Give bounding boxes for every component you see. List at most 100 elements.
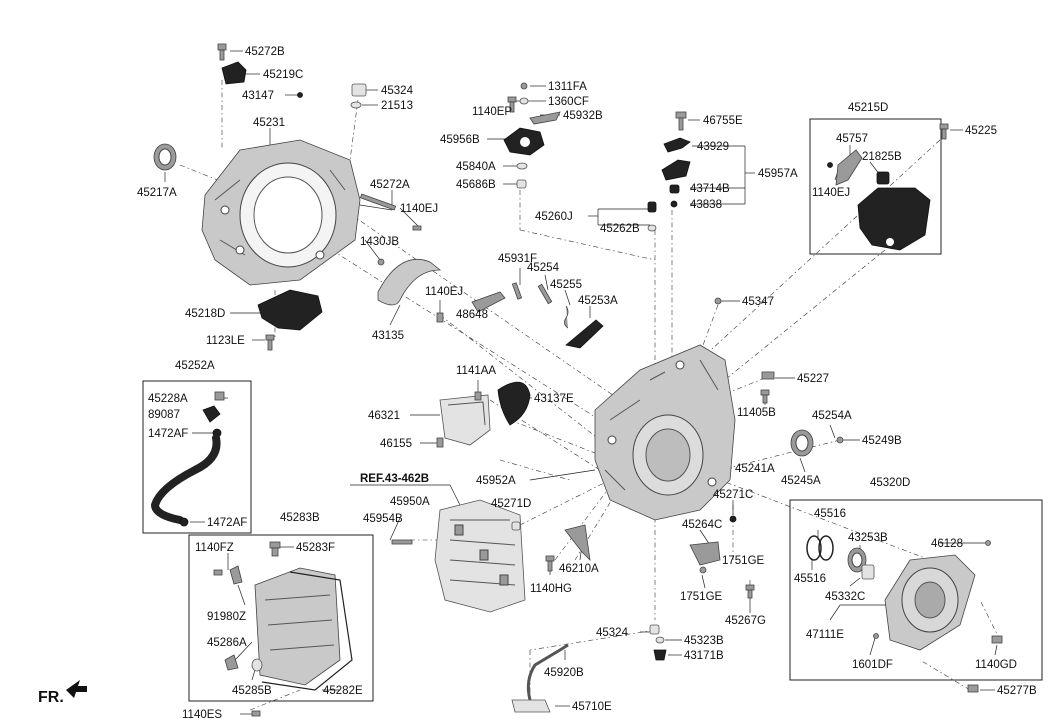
bolt-45225: [939, 123, 949, 140]
sensor-45956B: [503, 127, 545, 156]
reference-label: REF.43-462B: [360, 473, 429, 485]
bushing-45686B: [516, 179, 527, 189]
oring-45323B: [655, 636, 665, 644]
box-45215D: [809, 118, 942, 255]
front-label: FR.: [38, 689, 64, 706]
label-43147: 43147: [242, 90, 274, 102]
oring-45840A: [516, 162, 528, 170]
label-1123LE: 1123LE: [206, 335, 245, 347]
bolt-1140EP: [507, 96, 517, 113]
plug-45347: [714, 297, 722, 305]
label-45516-a: 45516: [814, 508, 846, 520]
label-45254: 45254: [527, 262, 560, 274]
label-45217A: 45217A: [137, 187, 177, 199]
label-45282E: 45282E: [323, 685, 363, 697]
washer-1360CF: [519, 97, 529, 105]
label-45277B: 45277B: [997, 685, 1037, 697]
plug-43714B: [669, 184, 680, 194]
bracket-91980Z: [229, 565, 243, 585]
oring-45262B: [647, 224, 657, 232]
clamp-1472AF-b: [179, 517, 189, 527]
bolt-1123LE: [265, 334, 275, 351]
label-43253B: 43253B: [848, 532, 888, 544]
bolt-1140EJ-b: [436, 312, 444, 323]
bracket-45710E: [511, 699, 551, 713]
label-43929: 43929: [697, 141, 729, 153]
label-45324: 45324: [596, 627, 629, 639]
front-indicator: FR.: [38, 680, 87, 706]
part-labels: 45272B 45219C 43147 45231 45324 21513 45…: [137, 46, 1037, 721]
fitting-45228A: [214, 391, 225, 401]
pin-45931F: [511, 282, 523, 300]
label-43135: 43135: [372, 330, 404, 342]
label-45271C: 45271C: [713, 489, 753, 501]
bolt-1140EJ-a: [412, 225, 422, 231]
bolt-1141AA: [474, 391, 482, 401]
plug-1601DF: [873, 633, 879, 639]
label-45757: 45757: [836, 133, 868, 145]
oring-45516-a: [806, 535, 822, 561]
plug-45283F: [269, 541, 281, 557]
label-1472AF-b: 1472AF: [207, 517, 247, 529]
bracket-45219C: [221, 61, 247, 85]
label-45932B: 45932B: [563, 110, 603, 122]
bolt-46155: [436, 437, 444, 448]
pipe-45920B: [526, 643, 569, 701]
filter-46321: [439, 394, 491, 446]
label-46210A: 46210A: [559, 563, 599, 575]
label-45262B: 45262B: [600, 223, 640, 235]
bolt-45272B: [217, 43, 227, 61]
bracket-46210A: [564, 524, 591, 562]
bracket-45218D: [257, 289, 323, 331]
plug-43838: [670, 200, 678, 208]
bolt-1140ES: [251, 710, 261, 717]
label-43137E: 43137E: [534, 393, 574, 405]
hose-45252A: [150, 434, 221, 524]
bracket-45757: [835, 149, 863, 186]
bushing-45271D: [511, 521, 521, 531]
label-1140EJ-b: 1140EJ: [425, 286, 463, 298]
label-1751GE-a: 1751GE: [722, 555, 765, 567]
label-45950A: 45950A: [390, 496, 430, 508]
label-1140ES: 1140ES: [182, 709, 222, 721]
seal-45245A: [790, 429, 814, 457]
label-45245A: 45245A: [781, 475, 821, 487]
valvebody-45950A: [434, 499, 526, 613]
bolt-45267G: [745, 584, 755, 599]
label-1141AA: 1141AA: [456, 365, 496, 377]
plug-45249B: [836, 436, 844, 444]
label-45260J: 45260J: [535, 211, 573, 223]
label-45255: 45255: [550, 279, 582, 291]
label-45227: 45227: [797, 373, 829, 385]
label-45323B: 45323B: [684, 635, 724, 647]
bolt-11405B: [760, 389, 770, 404]
label-45219C: 45219C: [263, 69, 303, 81]
label-45957A: 45957A: [758, 168, 798, 180]
label-45267G: 45267G: [725, 615, 766, 627]
plug-46128: [985, 540, 991, 546]
label-45272A: 45272A: [370, 179, 410, 191]
label-45320D: 45320D: [870, 477, 910, 489]
label-45252A: 45252A: [175, 360, 215, 372]
label-45241A: 45241A: [735, 463, 775, 475]
label-43838: 43838: [690, 199, 722, 211]
spring-45255: [564, 305, 569, 329]
plug-43147: [297, 92, 303, 98]
seal-45217A: [153, 143, 177, 171]
bolt-45277B: [967, 684, 979, 693]
label-45931F: 45931F: [498, 253, 537, 265]
box-45252A: [142, 380, 252, 534]
label-1140FZ: 1140FZ: [195, 542, 234, 554]
plug-45271C: [729, 515, 737, 523]
cap-45324-top: [351, 83, 367, 97]
cap-45324: [649, 624, 660, 635]
label-45215D: 45215D: [848, 102, 888, 114]
case-45241A: [594, 344, 736, 521]
label-45516-b: 45516: [794, 573, 826, 585]
bracket-45215D-body: [857, 187, 931, 251]
bearing-43253B: [847, 547, 867, 573]
label-1360CF: 1360CF: [548, 96, 589, 108]
pipe-45264C: [689, 541, 721, 566]
detent-45253A: [565, 319, 604, 349]
gasket-45285B: [251, 658, 263, 672]
